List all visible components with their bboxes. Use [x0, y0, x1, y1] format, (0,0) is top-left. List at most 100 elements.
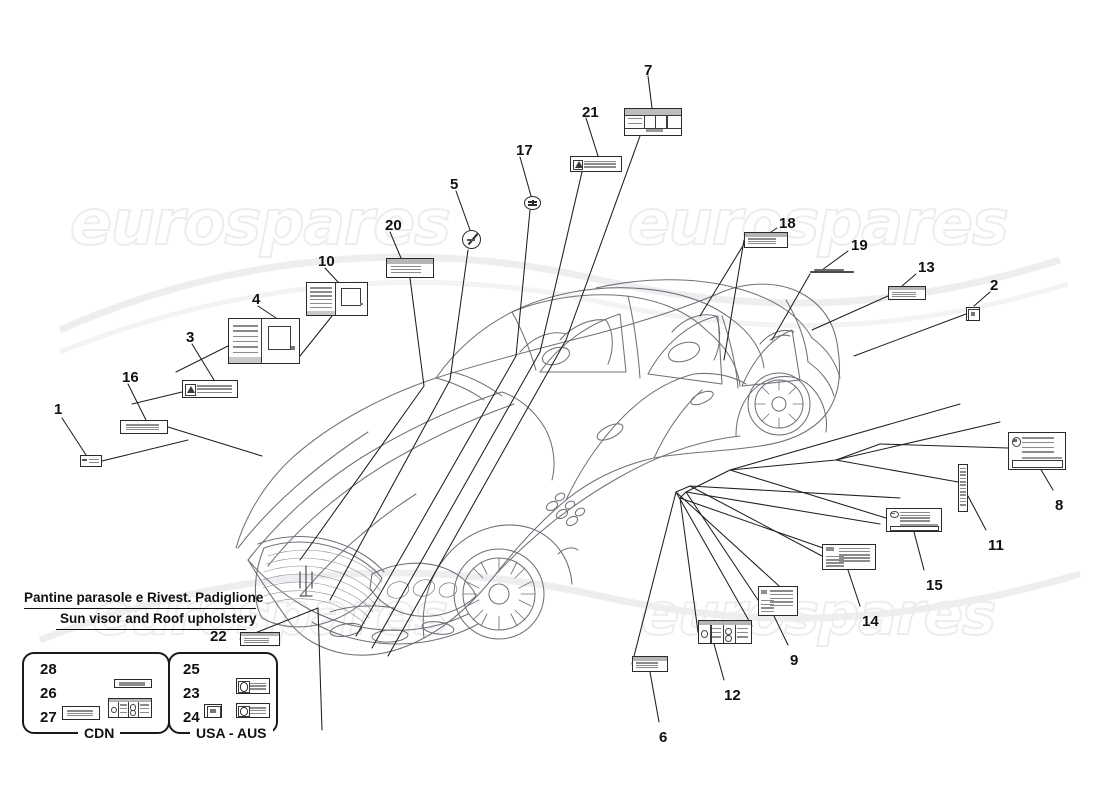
label-plate-11 — [958, 464, 968, 512]
callout-number-6: 6 — [659, 729, 668, 746]
plate-text-line — [310, 291, 332, 293]
plate-text-line — [770, 594, 794, 596]
plate-text-line — [197, 391, 232, 393]
plate-text-line — [960, 471, 966, 473]
cigarette-icon — [467, 238, 475, 241]
plate-picture-mark — [359, 302, 364, 306]
label-plate-6 — [632, 656, 668, 672]
callout-number-4: 4 — [252, 291, 261, 308]
plate-text-line — [1022, 456, 1062, 459]
plate-text-line — [826, 559, 844, 561]
plate-text-line — [118, 683, 145, 685]
plate-text-line — [748, 238, 777, 240]
plate-text-line — [826, 556, 844, 558]
label-plate-13 — [888, 286, 926, 300]
callout-number-7: 7 — [644, 62, 653, 79]
script-emblem — [810, 271, 854, 274]
plate-text-line — [960, 477, 966, 480]
label-plate-1 — [80, 455, 102, 467]
plate-text-line — [960, 484, 966, 486]
callout-number-14: 14 — [862, 613, 879, 630]
plate-text-line — [838, 547, 870, 550]
plate-text-line — [712, 636, 722, 638]
plate-text-line — [736, 632, 749, 634]
plate-text-line — [635, 667, 659, 669]
plate-text-line — [310, 306, 332, 309]
plate-text-line — [770, 597, 794, 600]
callout-number-5: 5 — [450, 176, 459, 193]
plate-footer-band — [229, 356, 262, 363]
plate-text-line — [232, 330, 258, 332]
plate-text-line — [748, 243, 777, 245]
plate-header-band — [745, 233, 787, 237]
plate-divider — [625, 127, 681, 129]
plate-divider — [655, 114, 657, 128]
plate-text-line — [139, 708, 149, 710]
plate-divider — [666, 114, 668, 128]
callout-number-20: 20 — [385, 217, 402, 234]
caption-english: Sun visor and Roof upholstery — [60, 611, 257, 626]
plate-text-line — [960, 481, 966, 483]
plate-text-line — [635, 662, 659, 664]
plate-text-line — [125, 428, 159, 431]
callout-number-19: 19 — [851, 237, 868, 254]
plate-text-line — [232, 341, 258, 343]
icon-glyph — [209, 708, 217, 714]
label-plate-26 — [108, 698, 152, 718]
plate-text-line — [1022, 437, 1054, 439]
plate-text-line — [770, 604, 794, 607]
label-plate-20 — [386, 258, 434, 278]
plate-text-line — [1022, 446, 1054, 449]
plate-text-line — [244, 641, 270, 644]
callout-number-2: 2 — [990, 277, 999, 294]
plate-text-line — [310, 287, 332, 289]
plate-text-line — [960, 500, 966, 503]
plate-divider — [138, 702, 140, 717]
callout-number-25: 25 — [183, 661, 200, 678]
plate-mark — [82, 458, 88, 461]
label-plate-12 — [698, 620, 752, 644]
plate-text-line — [139, 711, 149, 713]
label-plate-28 — [114, 679, 152, 688]
plate-text-line — [899, 520, 931, 522]
plate-text-line — [584, 166, 616, 168]
plate-text-line — [712, 632, 722, 634]
plate-text-line — [891, 295, 916, 298]
plate-text-line — [584, 163, 616, 165]
callout-number-26: 26 — [40, 685, 57, 702]
fuse-circle — [701, 630, 709, 638]
plate-header-band — [109, 699, 151, 703]
plate-text-line — [125, 424, 159, 426]
label-plate-10 — [306, 282, 368, 316]
plate-text-line — [826, 565, 844, 567]
label-plate-18 — [744, 232, 788, 248]
callout-number-12: 12 — [724, 687, 741, 704]
callout-number-18: 18 — [779, 215, 796, 232]
plate-divider — [128, 702, 130, 717]
plate-text-line — [770, 601, 794, 603]
callout-number-23: 23 — [183, 685, 200, 702]
plate-text-line — [197, 388, 232, 390]
plate-text-line — [761, 603, 775, 605]
plate-text-line — [390, 268, 422, 271]
icon-glyph — [970, 311, 976, 317]
label-plate-15 — [886, 508, 942, 532]
plate-text-line — [125, 426, 159, 428]
callout-number-15: 15 — [926, 577, 943, 594]
caption-rule-bottom — [56, 629, 246, 631]
plate-barcode-box — [1012, 460, 1063, 469]
plate-text-line — [736, 627, 749, 629]
caption-italian: Pantine parasole e Rivest. Padiglione — [24, 590, 264, 605]
plate-text-line — [960, 474, 966, 476]
plate-text-line — [1022, 442, 1054, 444]
label-plate-24 — [236, 703, 270, 718]
plate-divider — [334, 283, 336, 315]
plate-text-line — [66, 714, 93, 717]
plate-text-line — [761, 599, 775, 602]
warning-triangle-icon — [574, 161, 583, 169]
plate-text-line — [891, 293, 916, 295]
plate-text-line — [310, 299, 332, 301]
plate-text-line — [899, 517, 931, 519]
plate-text-line — [899, 523, 938, 526]
